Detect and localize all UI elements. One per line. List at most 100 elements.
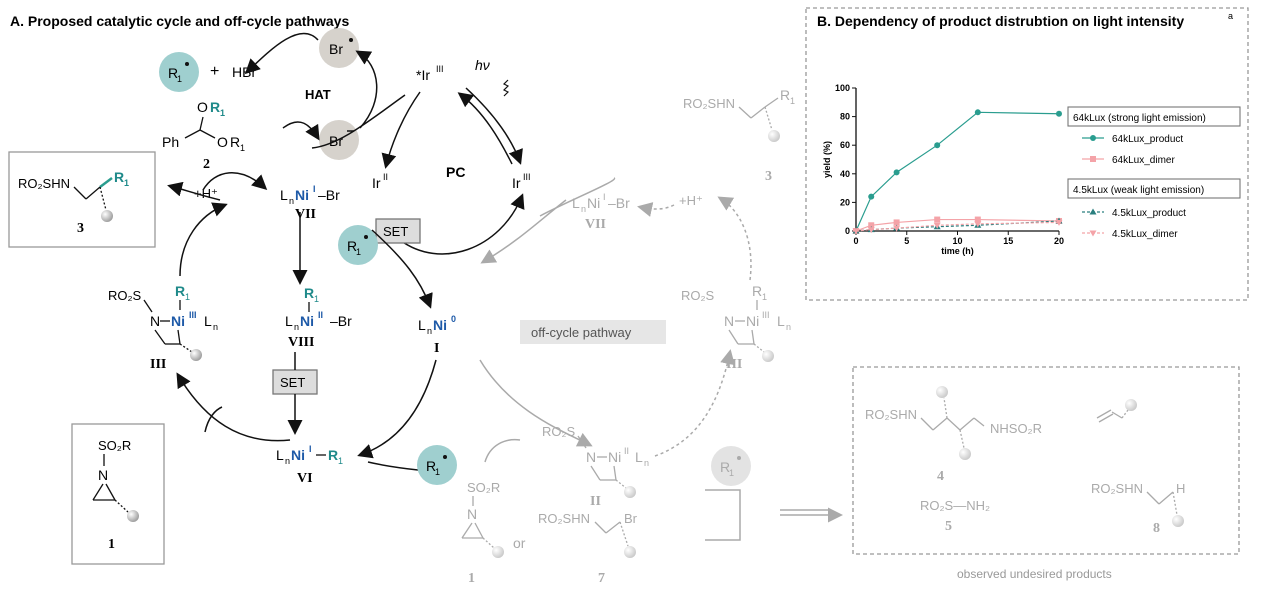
svg-text:1: 1 [314, 294, 319, 304]
svg-text:RO₂S: RO₂S [108, 288, 142, 303]
svg-text:Br: Br [624, 511, 638, 526]
legend-marker-64kLux_dimer [1090, 156, 1096, 162]
data-point-64kLux_dimer [893, 219, 900, 226]
gray-vii-to-ni0-arrow [480, 199, 567, 264]
svg-text:SO₂R: SO₂R [467, 480, 500, 495]
ir-3-ground: Ir III [512, 172, 531, 191]
svg-text:II: II [318, 310, 323, 320]
svg-text:RO₂SHN: RO₂SHN [683, 96, 735, 111]
svg-text:1: 1 [177, 74, 182, 84]
br-oxidation-arrow [355, 50, 378, 129]
svg-text:–Br: –Br [318, 187, 340, 203]
svg-text:or: or [513, 535, 526, 551]
svg-text:Ni: Ni [295, 187, 309, 203]
svg-text:L: L [635, 449, 643, 465]
svg-text:O: O [217, 134, 228, 150]
svg-text:VII: VII [585, 217, 606, 232]
svg-text:R: R [210, 99, 220, 115]
r1-radical-mid: R 1 [338, 225, 378, 265]
svg-text:III: III [436, 64, 444, 74]
ni-viii: R 1 L n Ni II –Br VIII [285, 285, 352, 350]
data-point-4.5kLux_dimer [933, 222, 941, 229]
svg-text:1: 1 [435, 467, 440, 477]
reductive-elim-arrow [202, 172, 268, 191]
svg-text:R: R [780, 87, 790, 103]
gray-vii-line [539, 177, 615, 217]
svg-text:+H⁺: +H⁺ [679, 193, 703, 208]
gray-to-vii-arrow [637, 202, 675, 217]
y-tick-label: 60 [840, 140, 850, 150]
gray-iii-to-product-arrow [717, 196, 752, 281]
y-tick-label: 100 [835, 83, 850, 93]
ni-0: L n Ni 0 I [418, 314, 456, 356]
svg-text:R: R [752, 283, 762, 299]
svg-text:L: L [418, 317, 426, 333]
svg-text:L: L [276, 447, 284, 463]
h-plus-release-arrow [167, 181, 221, 201]
svg-text:n: n [427, 326, 432, 336]
data-point-4.5kLux_dimer [852, 228, 860, 235]
ir3-excitation-arrow-up [457, 92, 513, 165]
x-tick-label: 5 [904, 236, 909, 246]
product-3-box: RO₂SHN R 1 3 [8, 151, 156, 248]
off-cycle-label-bg [520, 320, 666, 344]
ir-excited-to-ir2-arrow [381, 91, 421, 169]
svg-text:RO₂S—NH₂: RO₂S—NH₂ [920, 498, 990, 513]
light-squiggle [502, 79, 510, 97]
svg-text:n: n [644, 458, 649, 468]
series-line-4.5kLux_dimer [855, 221, 1060, 232]
legend-marker-64kLux_product [1090, 135, 1096, 141]
svg-text:RO₂SHN: RO₂SHN [865, 407, 917, 422]
panel-b-title: B. Dependency of product distrubtion on … [817, 13, 1184, 29]
svg-text:–Br: –Br [608, 195, 630, 211]
ir2-to-ir3-arrow [399, 193, 525, 255]
legend-marker-4.5kLux_product [1089, 208, 1097, 215]
svg-text:R: R [230, 134, 240, 150]
gray-substrate-in [484, 438, 521, 463]
svg-text:R: R [426, 458, 436, 474]
svg-text:Ir: Ir [372, 175, 381, 191]
chart-y-label: yield (%) [822, 141, 832, 178]
svg-text:R: R [304, 285, 314, 301]
hat-label: HAT [305, 87, 331, 102]
x-tick-label: 0 [853, 236, 858, 246]
data-point-64kLux_product [934, 142, 941, 149]
svg-text:RO₂SHN: RO₂SHN [538, 511, 590, 526]
data-point-64kLux_product [868, 193, 875, 200]
svg-text:III: III [762, 310, 770, 320]
svg-text:n: n [581, 204, 586, 214]
svg-text:L: L [285, 313, 293, 329]
svg-text:SO₂R: SO₂R [98, 438, 131, 453]
data-point-64kLux_dimer [868, 222, 875, 229]
svg-text:1: 1 [356, 247, 361, 257]
svg-text:4: 4 [937, 469, 944, 484]
ir3-excitation-arrow-down [465, 87, 523, 165]
svg-text:O: O [197, 99, 208, 115]
undesired-products-box: RO₂SHN NHSO₂R 4 RO₂S—NH₂ 5 RO₂SHN H 8 [852, 366, 1240, 555]
x-tick-label: 10 [952, 236, 962, 246]
svg-text:RO₂S: RO₂S [542, 424, 576, 439]
r1-to-vi-line [367, 461, 419, 471]
svg-text:n: n [786, 322, 791, 332]
hv-label: hν [475, 57, 490, 73]
svg-text:N: N [724, 313, 734, 329]
legend-label-4.5kLux_dimer: 4.5kLux_dimer [1112, 229, 1178, 240]
hat-arrow-to-hbr [244, 32, 319, 75]
svg-text:R: R [175, 283, 185, 299]
svg-text:1: 1 [124, 178, 129, 188]
svg-text:1: 1 [240, 143, 245, 153]
svg-text:–Br: –Br [330, 313, 352, 329]
svg-text:III: III [189, 310, 197, 320]
svg-text:1: 1 [108, 537, 115, 552]
svg-text:3: 3 [765, 169, 772, 184]
legend-marker-4.5kLux_dimer [1089, 230, 1097, 237]
svg-text:5: 5 [945, 519, 952, 534]
iii-to-product-arrow [179, 202, 228, 277]
data-point-64kLux_product [1056, 110, 1062, 117]
set-box-lower: SET [272, 369, 318, 395]
svg-text:1: 1 [762, 292, 767, 302]
svg-text:L: L [280, 187, 288, 203]
svg-text:NHSO₂R: NHSO₂R [990, 421, 1042, 436]
svg-text:N: N [98, 467, 108, 483]
